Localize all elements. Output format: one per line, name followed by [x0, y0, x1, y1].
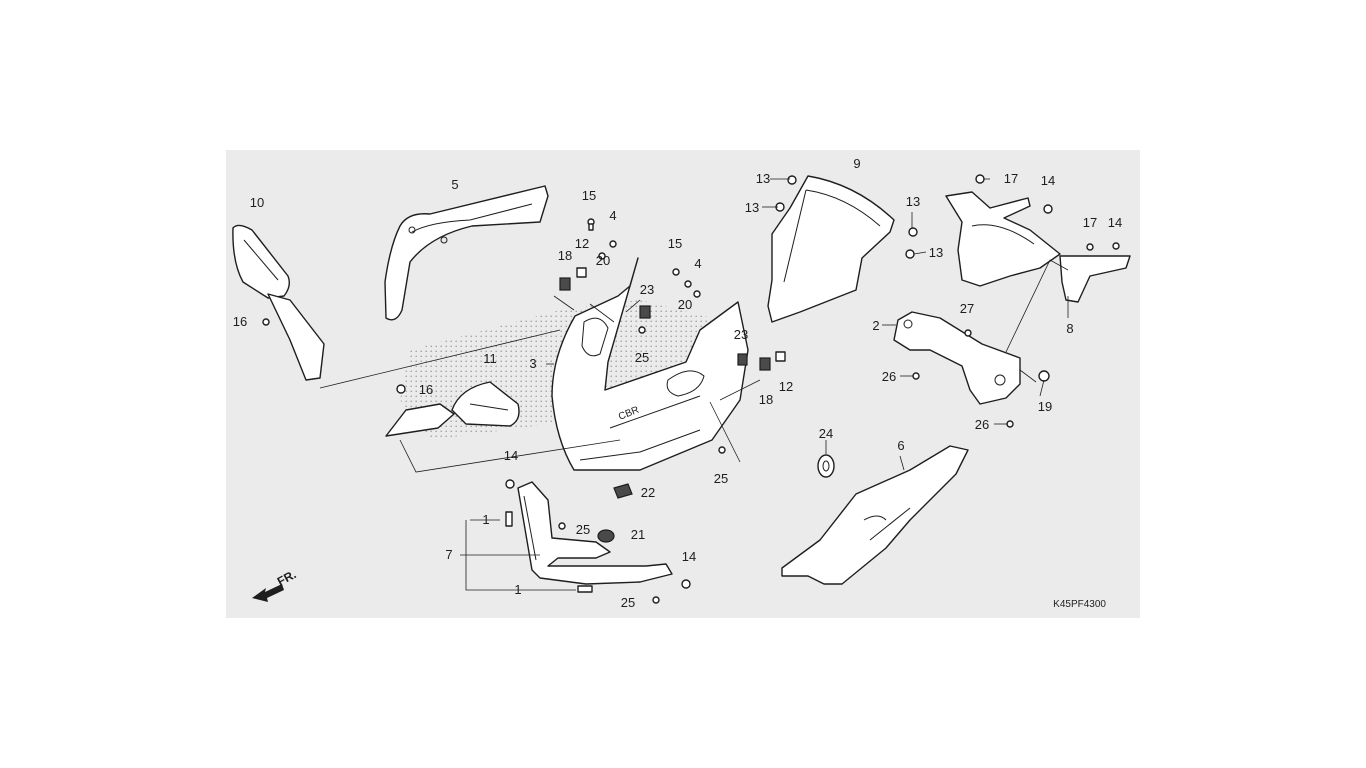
callout-5: 5 — [451, 177, 458, 192]
callout-25: 25 — [714, 471, 728, 486]
callout-17: 17 — [1004, 171, 1018, 186]
callout-25: 25 — [576, 522, 590, 537]
callout-15: 15 — [668, 236, 682, 251]
callout-13: 13 — [906, 194, 920, 209]
callout-13: 13 — [745, 200, 759, 215]
part-mirror-left[interactable] — [232, 224, 325, 381]
callout-24: 24 — [819, 426, 833, 441]
callout-22: 22 — [641, 485, 655, 500]
callout-14: 14 — [504, 448, 518, 463]
callout-21: 21 — [631, 527, 645, 542]
callout-8: 8 — [1066, 321, 1073, 336]
callout-12: 12 — [779, 379, 793, 394]
callout-23: 23 — [640, 282, 654, 297]
callout-7: 7 — [445, 547, 452, 562]
callout-25: 25 — [621, 595, 635, 610]
part-cowl-stay[interactable] — [893, 311, 1021, 405]
part-meter-visor[interactable] — [945, 191, 1131, 303]
callout-15: 15 — [582, 188, 596, 203]
callout-20: 20 — [596, 253, 610, 268]
callout-4: 4 — [609, 208, 616, 223]
callout-27: 27 — [960, 301, 974, 316]
callout-14: 14 — [1041, 173, 1055, 188]
callout-6: 6 — [897, 438, 904, 453]
diagram-code: K45PF4300 — [1053, 599, 1106, 610]
callout-13: 13 — [929, 245, 943, 260]
callout-26: 26 — [975, 417, 989, 432]
part-windscreen[interactable] — [767, 175, 895, 323]
part-inner-panel-upper[interactable] — [384, 185, 549, 321]
leader-lines — [319, 178, 1069, 591]
callout-13: 13 — [756, 171, 770, 186]
callout-20: 20 — [678, 297, 692, 312]
part-front-cowl[interactable]: CBR — [551, 257, 749, 471]
part-24-grommet[interactable] — [817, 454, 835, 478]
callout-14: 14 — [1108, 215, 1122, 230]
callout-4: 4 — [694, 256, 701, 271]
callout-23: 23 — [734, 327, 748, 342]
callout-1: 1 — [514, 582, 521, 597]
part-lower-bracket[interactable] — [517, 481, 673, 585]
part-inner-panel-lower[interactable] — [781, 445, 969, 585]
callout-19: 19 — [1038, 399, 1052, 414]
callout-14: 14 — [682, 549, 696, 564]
callout-11: 11 — [483, 351, 497, 366]
callout-16: 16 — [233, 314, 247, 329]
callout-26: 26 — [882, 369, 896, 384]
callout-18: 18 — [558, 248, 572, 263]
fasteners — [262, 174, 1120, 604]
front-direction-arrow: FR. — [252, 567, 298, 602]
front-direction-label: FR. — [275, 567, 299, 588]
callout-2: 2 — [872, 318, 879, 333]
callout-25: 25 — [635, 350, 649, 365]
callout-1: 1 — [482, 512, 489, 527]
callout-12: 12 — [575, 236, 589, 251]
callout-17: 17 — [1083, 215, 1097, 230]
part-mirror-right[interactable] — [385, 381, 520, 437]
callout-9: 9 — [853, 156, 860, 171]
callout-10: 10 — [250, 195, 264, 210]
callout-labels: 10 5 16 16 11 15 4 12 18 20 23 25 3 15 4… — [233, 156, 1122, 610]
callout-18: 18 — [759, 392, 773, 407]
callout-16: 16 — [419, 382, 433, 397]
callout-3: 3 — [529, 356, 536, 371]
